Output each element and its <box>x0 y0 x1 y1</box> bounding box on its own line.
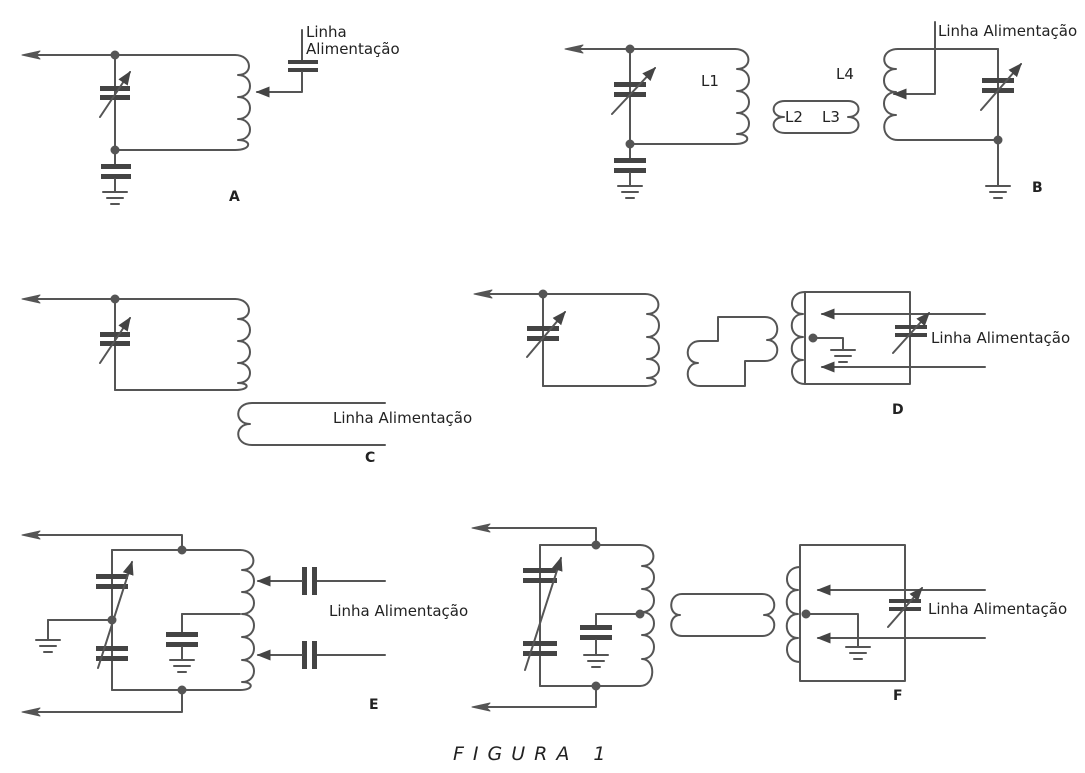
panel-label-c: C <box>365 450 375 466</box>
ground-icon <box>35 639 61 653</box>
coil-label-l2: L2 <box>785 108 803 126</box>
capacitor-icon <box>614 158 646 173</box>
coil-f-secondary <box>785 566 801 663</box>
variable-capacitor-icon <box>892 311 930 354</box>
variable-capacitor-icon <box>611 66 656 115</box>
variable-capacitor-icon <box>99 316 131 364</box>
ground-icon <box>617 172 643 199</box>
junction-dot <box>635 609 645 619</box>
feed-line-label-d: Linha Alimentação <box>931 329 1070 347</box>
variable-capacitor-icon <box>99 70 131 118</box>
junction-dot <box>993 135 1003 145</box>
variable-capacitor-icon <box>526 310 566 358</box>
secondary-frame-f <box>799 544 906 682</box>
split-stator-capacitor-icon <box>96 560 134 669</box>
panel-label-f: F <box>893 688 903 704</box>
coupling-link-l2-l3 <box>772 100 860 134</box>
junction-dot <box>177 545 187 555</box>
feed-line-label-a-top: Linha <box>306 23 347 41</box>
feed-line-label-a-bottom: Alimentação <box>306 40 400 58</box>
panel-label-e: E <box>369 697 379 713</box>
junction-dot <box>110 294 120 304</box>
panel-e <box>21 530 386 717</box>
capacitor-icon <box>101 164 131 179</box>
variable-capacitor-icon <box>887 586 923 628</box>
panel-c <box>21 294 386 446</box>
ground-icon <box>102 178 128 205</box>
ground-icon <box>583 639 609 668</box>
figure-caption: FIGURA 1 <box>453 743 615 765</box>
capacitor-icon <box>580 625 612 640</box>
feed-line-label-e: Linha Alimentação <box>329 602 468 620</box>
panel-b <box>564 21 1022 199</box>
ground-icon <box>169 646 195 673</box>
coil-c <box>234 298 251 391</box>
junction-dot <box>110 50 120 60</box>
coil-a <box>234 54 251 151</box>
panel-label-b: B <box>1032 180 1043 196</box>
panel-label-d: D <box>892 402 904 418</box>
junction-dot <box>177 685 187 695</box>
coil-label-l4: L4 <box>836 65 854 83</box>
feed-tap-arrow <box>892 21 936 100</box>
secondary-frame-d <box>804 291 911 385</box>
coupling-link-d <box>686 316 779 387</box>
panel-label-a: A <box>229 189 240 205</box>
feed-line-label-c: Linha Alimentação <box>333 409 472 427</box>
panel-f <box>471 523 986 712</box>
split-stator-capacitor-icon <box>523 556 563 671</box>
ground-icon <box>845 646 871 660</box>
coupling-link-f <box>670 593 776 637</box>
ground-icon <box>985 185 1011 199</box>
feed-capacitor-icon <box>255 29 318 98</box>
junction-dot <box>538 289 548 299</box>
coil-d-secondary <box>790 291 806 385</box>
ground-icon <box>830 349 856 363</box>
feed-capacitor-icon <box>256 567 386 595</box>
capacitor-icon <box>166 632 198 647</box>
junction-dot <box>591 540 601 550</box>
panel-a <box>21 29 318 205</box>
coil-label-l1: L1 <box>701 72 719 90</box>
variable-capacitor-icon <box>980 62 1022 111</box>
junction-dot <box>625 44 635 54</box>
output-link <box>237 402 386 446</box>
feed-line-label-f: Linha Alimentação <box>928 600 1067 618</box>
feed-line-label-b: Linha Alimentação <box>938 22 1077 40</box>
coil-l1 <box>734 48 750 145</box>
coil-d-primary <box>644 293 660 387</box>
feed-capacitor-icon <box>256 641 386 669</box>
junction-dot <box>591 681 601 691</box>
coil-e <box>239 549 255 691</box>
coil-label-l3: L3 <box>822 108 840 126</box>
panel-d <box>473 289 986 387</box>
